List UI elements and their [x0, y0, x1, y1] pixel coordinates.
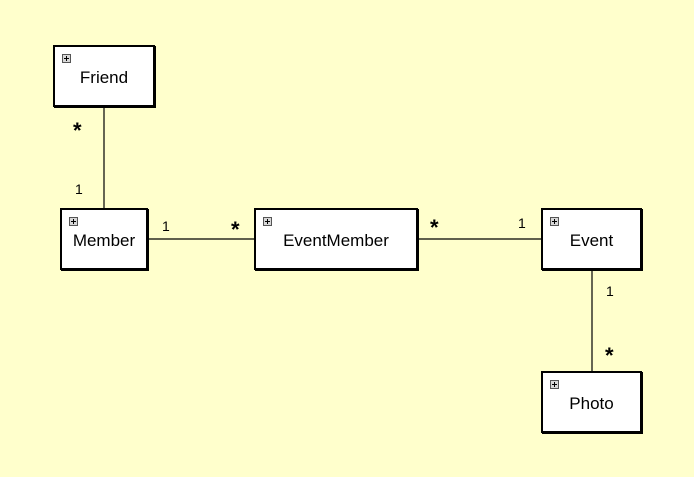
expand-icon[interactable]: [62, 54, 71, 63]
multiplicity-event-end-left: 1: [518, 215, 526, 231]
multiplicity-eventmember-end-left: *: [231, 217, 240, 242]
multiplicity-member-end-top: 1: [75, 181, 83, 197]
entity-label: Member: [72, 230, 136, 250]
entity-label: Friend: [79, 67, 129, 87]
entity-friend[interactable]: Friend: [53, 45, 155, 107]
entity-event[interactable]: Event: [541, 208, 642, 270]
expand-icon[interactable]: [263, 217, 272, 226]
entity-photo[interactable]: Photo: [541, 371, 642, 433]
multiplicity-friend-end: *: [73, 118, 82, 143]
multiplicity-photo-end: *: [605, 343, 614, 368]
entity-member[interactable]: Member: [60, 208, 148, 270]
entity-label: Photo: [569, 393, 614, 413]
multiplicity-member-end-right: 1: [162, 218, 170, 234]
multiplicity-eventmember-end-right: *: [430, 215, 439, 240]
expand-icon[interactable]: [69, 217, 78, 226]
entity-eventmember[interactable]: EventMember: [254, 208, 418, 270]
entity-label: EventMember: [283, 230, 389, 250]
entity-label: Event: [569, 230, 614, 250]
multiplicity-event-end-bottom: 1: [606, 283, 614, 299]
expand-icon[interactable]: [550, 380, 559, 389]
expand-icon[interactable]: [550, 217, 559, 226]
